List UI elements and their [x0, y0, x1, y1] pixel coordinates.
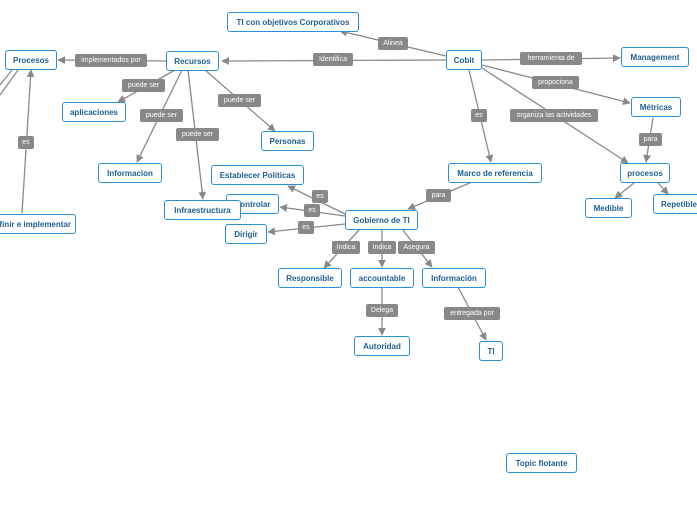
edge-label-alinea: Alinea [378, 37, 408, 50]
edge-label-asegura: Asegura [398, 241, 435, 254]
node-management[interactable]: Management [621, 47, 689, 67]
node-ti-objetivos[interactable]: TI con objetivos Corporativos [227, 12, 359, 32]
node-recursos[interactable]: Recursos [166, 51, 219, 71]
edge-label-es: es [18, 136, 34, 149]
node-metricas[interactable]: Métricas [631, 97, 681, 117]
edge-label-es: es [471, 109, 487, 122]
edge-label-para: para [639, 133, 662, 146]
edge-label-implementados: implementados por [75, 54, 147, 67]
edge-label-es: es [304, 204, 320, 217]
node-autoridad[interactable]: Autoridad [354, 336, 410, 356]
edge-label-herramienta: herramienta de [520, 52, 582, 65]
edge-label-indica: Indica [332, 241, 360, 254]
edge-label-entregada: entregada por [444, 307, 500, 320]
edge-label-es: es [298, 221, 314, 234]
edge-label-es: es [312, 190, 328, 203]
node-accountable[interactable]: accountable [350, 268, 414, 288]
edge-label-indica: Indica [368, 241, 396, 254]
node-dirigir[interactable]: Dirigir [225, 224, 267, 244]
node-responsible[interactable]: Responsible [278, 268, 342, 288]
node-procesos-right[interactable]: procesos [620, 163, 670, 183]
node-establecer-politicas[interactable]: Establecer Políticas [211, 165, 304, 185]
node-repetible[interactable]: Repetible [653, 194, 697, 214]
node-personas[interactable]: Personas [261, 131, 314, 151]
node-definir-implementar[interactable]: Definir e implementar [0, 214, 76, 234]
edge-label-delega: Delega [366, 304, 398, 317]
node-ti[interactable]: TI [479, 341, 503, 361]
node-cobit[interactable]: Cobit [446, 50, 482, 70]
node-procesos-left[interactable]: Procesos [5, 50, 57, 70]
node-topic-flotante[interactable]: Topic flotante [506, 453, 577, 473]
edge-label-organiza: organiza las actividades [510, 109, 598, 122]
edge-label-puede-ser: puede ser [176, 128, 219, 141]
node-infraestructura[interactable]: Infraestructura [164, 200, 241, 220]
edge-label-puede-ser: puede ser [122, 79, 165, 92]
edge-label-para: para [426, 189, 451, 202]
edge-label-puede-ser: puede ser [218, 94, 261, 107]
node-informacion-left[interactable]: Informacion [98, 163, 162, 183]
node-informacion[interactable]: Información [422, 268, 486, 288]
node-marco-referencia[interactable]: Marco de referencia [448, 163, 542, 183]
node-aplicaciones[interactable]: aplicaciones [62, 102, 126, 122]
edge-label-puede-ser: puede ser [140, 109, 183, 122]
node-medible[interactable]: Medible [585, 198, 632, 218]
edge-label-identifica: Identifica [313, 53, 353, 66]
edge-label-proporciona: propociona [532, 76, 579, 89]
node-gobierno-ti[interactable]: Gobierno de TI [345, 210, 418, 230]
